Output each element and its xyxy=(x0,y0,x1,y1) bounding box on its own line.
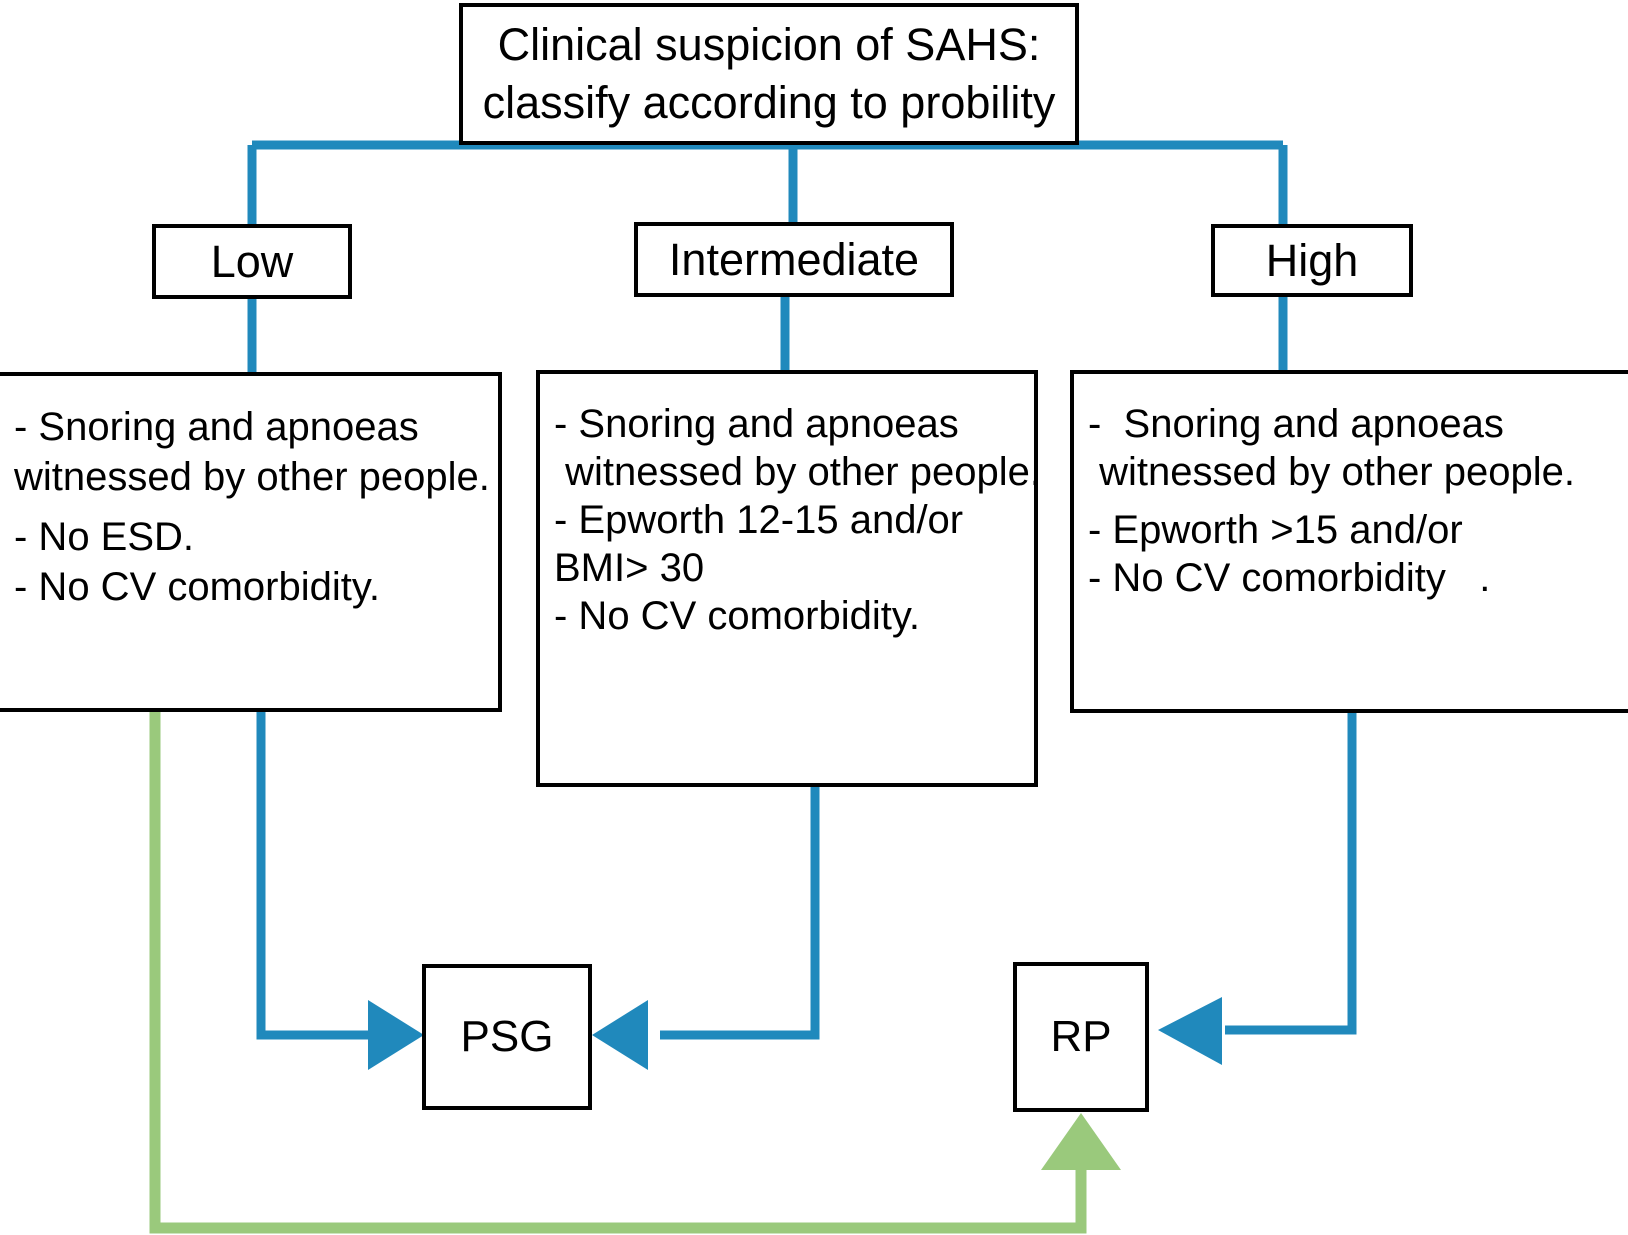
arrowhead-rp-right xyxy=(1158,997,1222,1065)
criteria-line: witnessed by other people. xyxy=(1088,450,1575,494)
criteria-line: - Snoring and apnoeas xyxy=(554,402,959,446)
arrowhead-psg-right xyxy=(592,1000,648,1070)
arrowhead-psg-left xyxy=(368,1000,424,1070)
node-low-criteria[interactable]: - Snoring and apnoeas witnessed by other… xyxy=(0,372,502,712)
node-category-intermediate-label: Intermediate xyxy=(668,233,920,285)
node-test-psg-label: PSG xyxy=(460,1012,554,1061)
criteria-spacer xyxy=(1088,496,1614,506)
node-category-high[interactable]: High xyxy=(1211,224,1413,297)
criteria-line: - No ESD. xyxy=(14,515,195,559)
node-test-rp-label: RP xyxy=(1050,1012,1112,1061)
criteria-line: - Epworth >15 and/or xyxy=(1088,508,1463,552)
node-category-intermediate[interactable]: Intermediate xyxy=(634,222,954,297)
criteria-line: witnessed by other people. xyxy=(554,450,1041,494)
criteria-line: - No CV comorbidity . xyxy=(1088,556,1491,600)
node-clinical-suspicion[interactable]: Clinical suspicion of SAHS: classify acc… xyxy=(459,3,1079,145)
node-category-high-label: High xyxy=(1265,234,1359,286)
arrowhead-rp-bottom xyxy=(1041,1113,1121,1170)
criteria-line: - No CV comorbidity. xyxy=(14,565,381,609)
low-criteria-to-rp-line xyxy=(149,711,1087,1234)
criteria-line: - Snoring and apnoeas xyxy=(14,405,419,449)
node-clinical-suspicion-label: Clinical suspicion of SAHS: classify acc… xyxy=(482,19,1056,128)
node-category-low[interactable]: Low xyxy=(152,224,352,299)
criteria-line: - Epworth 12-15 and/or xyxy=(554,498,964,542)
node-test-rp[interactable]: RP xyxy=(1013,962,1149,1112)
criteria-spacer xyxy=(14,502,484,512)
low-criteria-to-psg-line xyxy=(256,711,378,1040)
criteria-line: BMI> 30 xyxy=(554,546,705,590)
node-category-low-label: Low xyxy=(210,235,294,287)
green-connector-group xyxy=(149,711,1121,1234)
criteria-line: witnessed by other people. xyxy=(14,455,490,499)
node-high-criteria[interactable]: - Snoring and apnoeas witnessed by other… xyxy=(1070,370,1628,713)
high-criteria-to-rp-line xyxy=(1225,713,1357,1035)
criteria-line: - Snoring and apnoeas xyxy=(1088,402,1504,446)
criteria-line: - No CV comorbidity. xyxy=(554,594,921,638)
node-intermediate-criteria[interactable]: - Snoring and apnoeas witnessed by other… xyxy=(536,370,1041,787)
intermediate-criteria-to-psg-line xyxy=(660,786,820,1040)
node-test-psg[interactable]: PSG xyxy=(422,964,592,1110)
